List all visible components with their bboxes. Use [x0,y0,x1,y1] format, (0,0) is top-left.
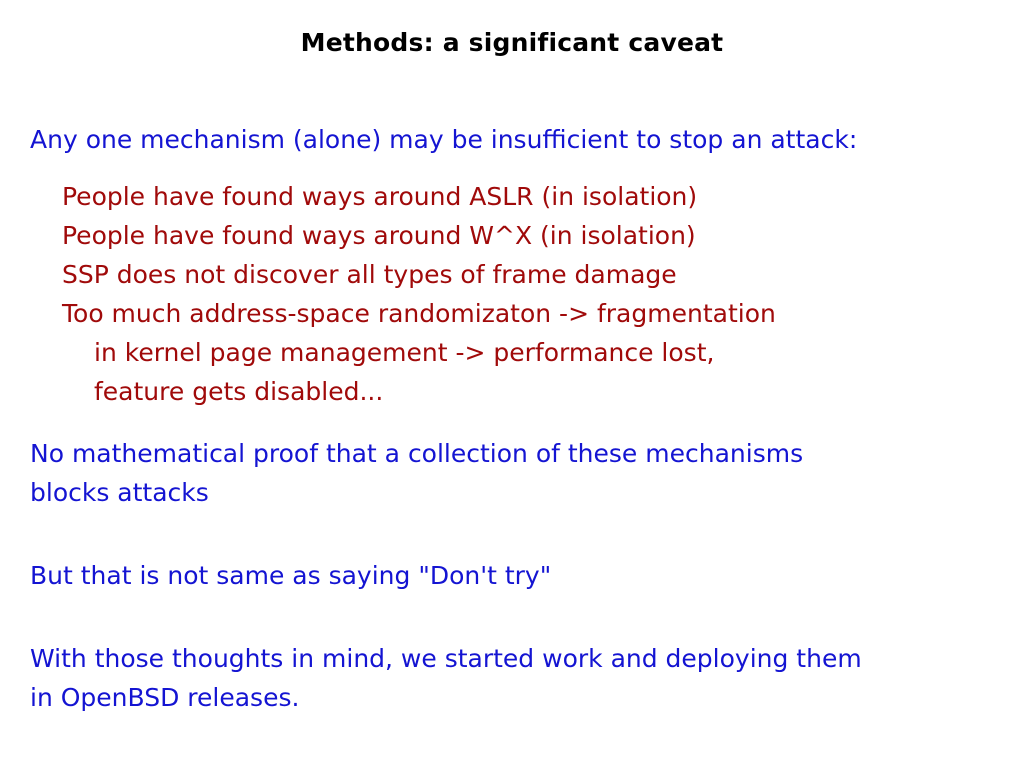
paragraph-dont-try: But that is not same as saying "Don't tr… [30,561,552,590]
intro-text: Any one mechanism (alone) may be insuffi… [30,125,858,154]
bullet-ssp: SSP does not discover all types of frame… [62,260,677,289]
paragraph-openbsd-line-1: With those thoughts in mind, we started … [30,644,862,673]
bullet-randomization-cont-2: feature gets disabled... [94,377,384,406]
slide-title: Methods: a significant caveat [300,28,724,57]
bullet-aslr: People have found ways around ASLR (in i… [62,182,698,211]
paragraph-proof-line-1: No mathematical proof that a collection … [30,439,804,468]
paragraph-openbsd-line-2: in OpenBSD releases. [30,683,300,712]
bullet-randomization-cont-1: in kernel page management -> performance… [94,338,715,367]
bullet-randomization: Too much address-space randomizaton -> f… [62,299,776,328]
paragraph-proof-line-2: blocks attacks [30,478,209,507]
bullet-wx: People have found ways around W^X (in is… [62,221,696,250]
